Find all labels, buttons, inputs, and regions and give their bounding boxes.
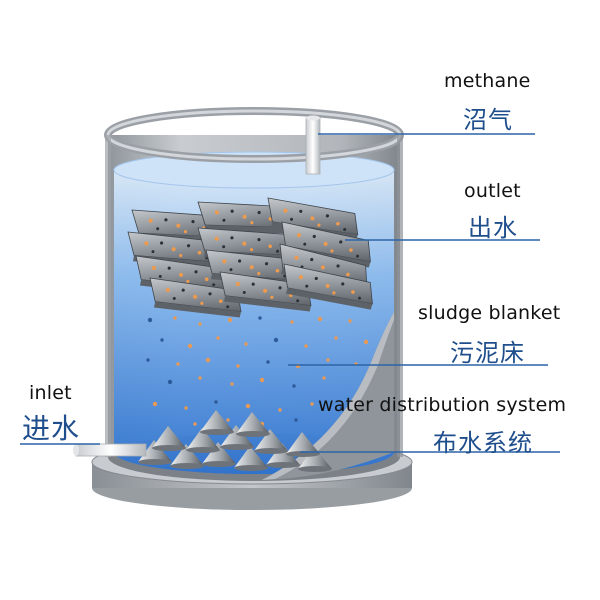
sludge-particle — [245, 403, 251, 409]
sludge-particle — [227, 317, 233, 323]
methane-label: methane — [444, 70, 531, 92]
sludge-particle — [230, 382, 234, 386]
sludge-particle — [310, 402, 314, 406]
inlet-label: inlet — [29, 382, 72, 404]
sludge-particle — [294, 418, 298, 422]
sludge-particle — [259, 377, 265, 383]
sludge-particle — [266, 360, 270, 364]
sludge-particle — [226, 418, 230, 422]
sludge-particle — [176, 362, 180, 366]
sludge-particle — [363, 339, 369, 345]
sludge-particle — [339, 405, 345, 411]
sludge-particle — [160, 338, 164, 342]
sludge-particle — [317, 316, 323, 322]
sludge-particle — [236, 364, 240, 368]
sludge-particle — [214, 400, 218, 404]
sludge-particle — [147, 317, 153, 323]
sludge-particle — [187, 343, 193, 349]
sludge-particle — [198, 376, 202, 380]
water-distribution-label: water distribution system — [318, 394, 567, 416]
methane-label-zh: 沼气 — [463, 106, 513, 134]
sludge-particle — [322, 376, 326, 380]
sludge-particle — [334, 336, 338, 340]
sludge-particle — [184, 406, 188, 410]
water-distribution-label-zh: 布水系统 — [433, 429, 533, 457]
sludge-particle — [326, 358, 330, 362]
sludge-particle — [146, 358, 150, 362]
callout-lines — [20, 133, 560, 453]
sludge-particle — [152, 401, 158, 407]
tank-rim — [104, 107, 404, 457]
inclined-wall — [262, 312, 394, 480]
sludge-particle — [290, 320, 294, 324]
sludge-particle — [278, 408, 282, 412]
sludge-blanket-label-zh: 污泥床 — [450, 339, 525, 367]
sludge-particle — [292, 384, 296, 388]
sludge-particle — [216, 336, 220, 340]
outlet-label: outlet — [464, 180, 521, 202]
pipe-icon — [305, 115, 321, 175]
sludge-particle — [348, 319, 352, 323]
sludge-blanket-label: sludge blanket — [418, 302, 561, 324]
sludge-particle — [258, 316, 262, 320]
sludge-particle — [244, 342, 248, 346]
sludge-particle — [273, 337, 279, 343]
inlet-label-zh: 进水 — [22, 412, 81, 445]
inlet-pipe — [73, 443, 147, 457]
outlet-label-zh: 出水 — [468, 214, 518, 242]
sludge-particle — [304, 344, 308, 348]
sludge-particle — [167, 379, 173, 385]
sludge-particle — [205, 357, 211, 363]
sludge-particle — [198, 322, 202, 326]
sludge-particle — [193, 422, 197, 426]
sludge-particle — [173, 316, 177, 320]
